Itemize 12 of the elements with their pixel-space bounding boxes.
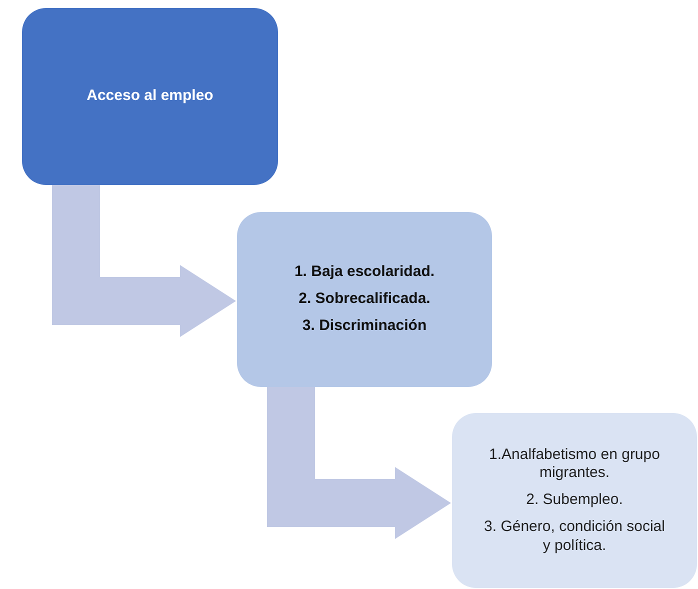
- node-text: 2. Subempleo.: [526, 491, 623, 510]
- bent-arrow: [267, 387, 451, 539]
- node-text: 1. Baja escolaridad.: [294, 263, 435, 282]
- bent-arrow: [52, 185, 236, 337]
- node-text: 1.Analfabetismo en grupo migrantes.: [488, 446, 661, 484]
- node-text: 3. Género, condición social y política.: [483, 518, 666, 556]
- node-text: Acceso al empleo: [86, 87, 214, 106]
- process-box: [237, 212, 492, 387]
- process-box: [452, 413, 697, 588]
- node-text: 2. Sobrecalificada.: [298, 290, 430, 309]
- node-text: 3. Discriminación: [302, 316, 427, 336]
- process-box: [22, 8, 278, 185]
